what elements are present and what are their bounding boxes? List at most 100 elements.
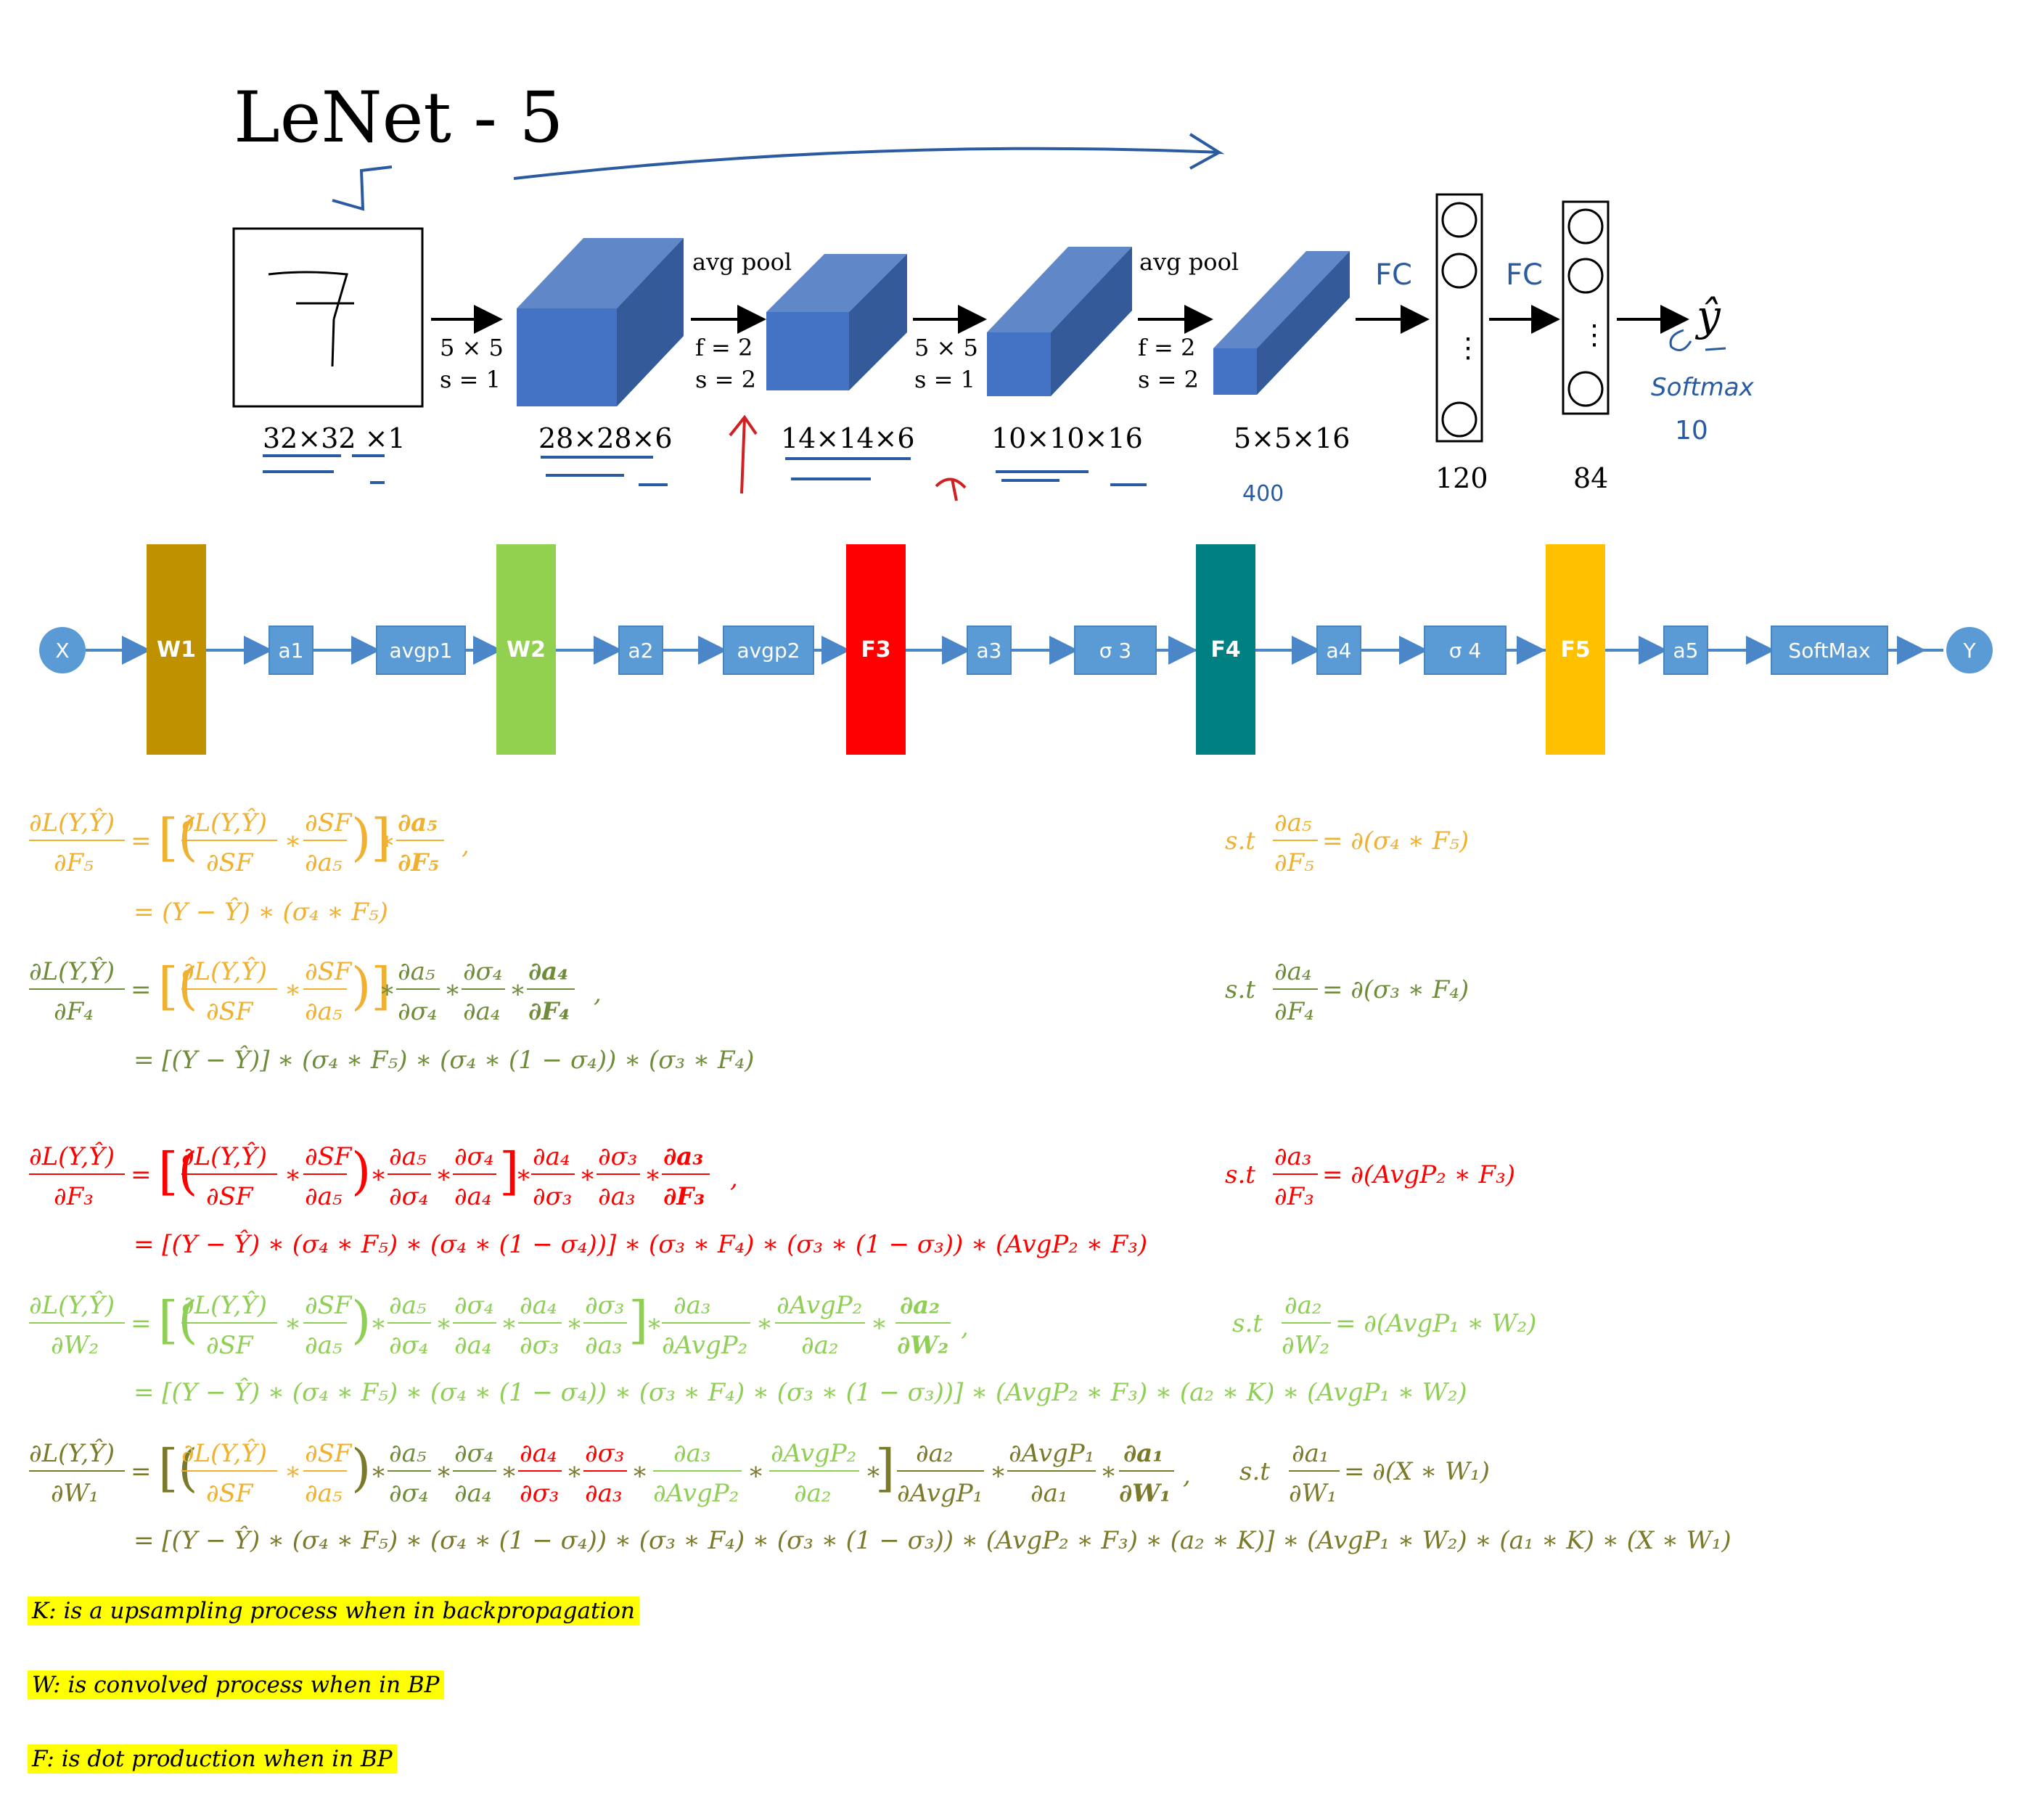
svg-text:∂L(Y,Ŷ): ∂L(Y,Ŷ) [29,1141,115,1171]
svg-text:∂L(Y,Ŷ): ∂L(Y,Ŷ) [29,1438,115,1468]
svg-text:∂F₅: ∂F₅ [54,848,94,877]
svg-text:∂a₂: ∂a₂ [916,1439,953,1468]
svg-text:∂SF: ∂SF [305,957,353,986]
svg-text:∂a₄: ∂a₄ [463,997,500,1026]
svg-text:∂F₃: ∂F₃ [663,1182,705,1211]
pool1-name: avg pool [692,248,792,276]
size-pool2: 5×5×16 [1234,422,1350,454]
notes-section: K: is a upsampling process when in backp… [28,1596,639,1819]
svg-text:∂a₃: ∂a₃ [673,1439,710,1468]
f3-expansion: = [(Y − Ŷ) ∗ (σ₄ ∗ F₅) ∗ (σ₄ ∗ (1 − σ₄))… [134,1229,1147,1259]
conv1-s: s = 1 [440,366,501,393]
svg-text:∂AvgP₁: ∂AvgP₁ [1009,1439,1094,1468]
handwritten-arrow-title [513,133,1225,180]
st-rhs-f5: = ∂(σ₄ ∗ F₅) [1322,827,1469,856]
node-a5: a5 [1663,626,1708,675]
lenet-architecture-figure: LeNet - 5 5 × 5 s = 1 avg pool f = 2 s =… [232,77,1755,507]
svg-text:=: = [131,975,152,1004]
pool1-s: s = 2 [695,366,756,393]
svg-text:∗: ∗ [370,1160,387,1189]
svg-text:=: = [131,1309,152,1338]
equation-dW2: ∂L(Y,Ŷ)∂W₂ = [( ∂L(Y,Ŷ)∂SF ∗ ∂SF∂a₅ ) ∗ … [29,1290,969,1360]
svg-text:∂F₄: ∂F₄ [54,997,94,1026]
svg-text:∂a₁: ∂a₁ [1123,1439,1163,1468]
svg-text:[(: [( [158,1141,198,1201]
volume-5x5x16 [1213,251,1350,395]
svg-text:∂W₂: ∂W₂ [51,1331,99,1360]
pipeline-diagram: X W1 a1 avgp1 W2 a2 avgp2 F3 a3 σ 3 F4 a… [0,508,2029,798]
svg-text:[(: [( [158,1290,198,1350]
fc-layer-84 [1562,200,1610,415]
svg-text:]: ] [628,1290,648,1350]
svg-text:∗: ∗ [579,1160,596,1189]
svg-text:∂a₅: ∂a₅ [389,1142,427,1171]
svg-text:∂a₂: ∂a₂ [801,1331,838,1360]
svg-text:∗: ∗ [871,1309,888,1338]
note-w-convolved: W: is convolved process when in BP [28,1671,444,1700]
fc1-ellipsis: ⋮ [1454,332,1482,364]
svg-text:[(: [( [158,1438,198,1498]
handwritten-sigma [1669,329,1692,351]
layer-w2: W2 [496,544,556,755]
svg-text:∂AvgP₂: ∂AvgP₂ [662,1331,747,1360]
output-yhat: ŷ [1694,291,1721,340]
svg-text:∂SF: ∂SF [305,1142,353,1171]
st-label-f4: s.t [1225,975,1255,1004]
input-image-box [232,227,424,408]
equation-dW1: ∂L(Y,Ŷ)∂W₁ = [( ∂L(Y,Ŷ)∂SF ∗ ∂SF∂a₅ ) ∗ … [29,1438,1191,1508]
svg-text:∂L(Y,Ŷ): ∂L(Y,Ŷ) [181,808,267,837]
svg-text:∂SF: ∂SF [305,1291,353,1320]
svg-text:∂a₅: ∂a₅ [305,1182,343,1211]
svg-text:∂W₁: ∂W₁ [1119,1479,1171,1508]
equation-dF5: ∂L(Y,Ŷ)∂F₅ = [( ∂L(Y,Ŷ)∂SF ∗ ∂SF∂a₅ )] ∗… [29,808,470,877]
svg-text:∗: ∗ [865,1457,882,1486]
st-rhs-f4: = ∂(σ₃ ∗ F₄) [1322,975,1469,1004]
svg-text:∗: ∗ [747,1457,764,1486]
svg-text:∂a₂: ∂a₂ [794,1479,831,1508]
st-frac-f5: ∂a₅∂F₅ [1273,808,1318,877]
pool2-name: avg pool [1139,248,1239,276]
svg-text:∂a₅: ∂a₅ [305,848,343,877]
svg-text:∂a₁: ∂a₁ [1292,1439,1329,1468]
svg-text:∂L(Y,Ŷ): ∂L(Y,Ŷ) [29,956,115,986]
svg-text:∗: ∗ [284,1160,301,1189]
svg-text:,: , [961,1313,969,1342]
node-avgp2: avgp2 [723,626,814,675]
svg-text:∗: ∗ [435,1309,452,1338]
svg-text:∂W₂: ∂W₂ [897,1331,948,1360]
svg-text:∂SF: ∂SF [305,808,353,837]
pool2-s: s = 2 [1138,366,1199,393]
svg-text:∂σ₃: ∂σ₃ [598,1142,637,1171]
svg-text:∂AvgP₂: ∂AvgP₂ [776,1291,862,1320]
svg-text:∂F₃: ∂F₃ [54,1182,94,1211]
svg-text:∂L(Y,Ŷ): ∂L(Y,Ŷ) [181,1141,267,1171]
svg-text:∂a₄: ∂a₄ [454,1479,491,1508]
svg-text:∂AvgP₁: ∂AvgP₁ [897,1479,983,1508]
svg-text:∗: ∗ [631,1457,648,1486]
pool2-f: f = 2 [1138,334,1195,361]
w1-expansion: = [(Y − Ŷ) ∗ (σ₄ ∗ F₅) ∗ (σ₄ ∗ (1 − σ₄))… [134,1525,1731,1555]
svg-text:∂a₃: ∂a₃ [1274,1142,1311,1171]
layer-w1: W1 [147,544,206,755]
note-k-upsampling: K: is a upsampling process when in backp… [28,1596,639,1626]
st-label-f5: s.t [1225,827,1255,856]
svg-text:∂F₄: ∂F₄ [1274,997,1314,1026]
svg-text:∂σ₄: ∂σ₄ [454,1439,493,1468]
volume-14x14x6 [766,254,907,390]
svg-text:∂AvgP₂: ∂AvgP₂ [771,1439,856,1468]
svg-text:=: = [131,1160,152,1189]
svg-text:∗: ∗ [435,1457,452,1486]
svg-text:∂a₅: ∂a₅ [389,1439,427,1468]
st-label-w2: s.t [1232,1309,1263,1338]
svg-text:∗: ∗ [435,1160,452,1189]
svg-text:,: , [462,831,470,860]
svg-text:): ) [351,1141,371,1201]
svg-text:∂σ₃: ∂σ₃ [520,1331,559,1360]
svg-text:∂σ₄: ∂σ₄ [463,957,502,986]
svg-text:∂σ₄: ∂σ₄ [389,1331,428,1360]
svg-text:[(: [( [158,808,198,867]
svg-text:∂a₁: ∂a₁ [1030,1479,1067,1508]
svg-text:∗: ∗ [379,827,395,856]
st-frac-w2: ∂a₂∂W₂ [1282,1291,1331,1360]
svg-text:∂SF: ∂SF [305,1439,353,1468]
